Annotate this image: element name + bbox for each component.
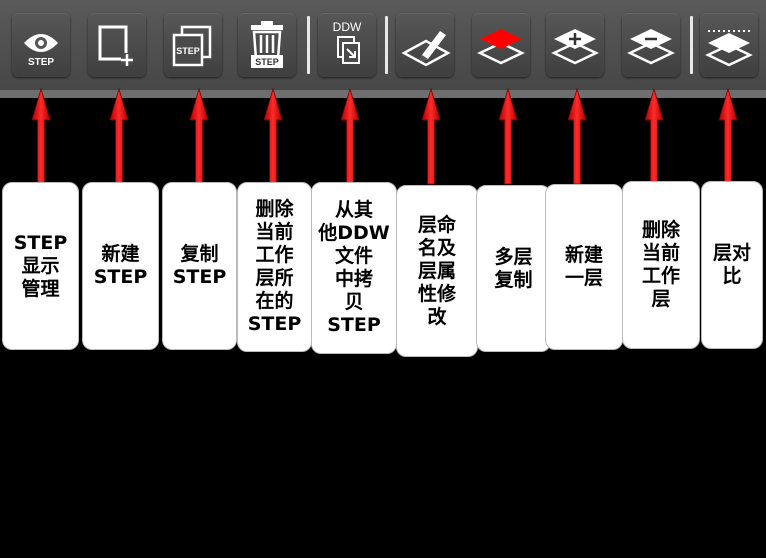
red-layers-icon [477,29,525,65]
trash-step-icon: STEP [251,21,283,68]
pointer-arrow [718,87,738,185]
eye-step-icon: STEP [24,34,58,68]
pointer-arrow [340,87,360,185]
layer-plus-icon [551,29,599,65]
toolbar-separator [690,16,693,74]
step-display-icon-text: STEP [28,57,54,68]
pointer-arrow [263,87,283,185]
layer-minus-icon [627,29,675,65]
delete-step-icon-text: STEP [255,57,279,67]
pointer-arrow [567,87,587,185]
toolbar-separator [385,16,388,74]
copy-from-ddw-button[interactable]: DDW [318,13,376,77]
pointer-arrow [109,87,129,185]
label-rename-layer: 层命 名及 层属 性修 改 [396,185,478,357]
delete-layer-button[interactable] [622,13,680,77]
delete-step-button[interactable]: STEP [238,13,296,77]
label-new-step: 新建 STEP [82,182,159,350]
label-new-layer: 新建 一层 [545,184,623,350]
new-layer-button[interactable] [546,13,604,77]
new-square-plus-icon [98,25,133,66]
label-step-display: STEP 显示 管理 [2,182,79,350]
pointer-arrow [421,87,441,185]
toolbar-separator [307,16,310,74]
rename-layer-button[interactable] [396,13,454,77]
step-display-button[interactable]: STEP [12,13,70,77]
toolbar-edge [0,90,766,98]
layer-compare-button[interactable] [700,13,758,77]
label-multi-layer-copy: 多层 复制 [476,185,551,352]
pointer-arrow [31,87,51,185]
layer-edit-icon [401,31,451,67]
label-delete-layer: 删除 当前 工作 层 [622,181,700,349]
ddw-icon-text: DDW [333,20,362,34]
copy-step-button[interactable]: STEP [164,13,222,77]
copy-step-icon: STEP [172,25,212,67]
label-copy-from-ddw: 从其 他DDW 文件 中拷 贝 STEP [311,182,397,354]
pointer-arrow [189,87,209,185]
multi-layer-copy-button[interactable] [472,13,530,77]
pointer-arrow [498,87,518,185]
label-delete-step: 删除 当前 工作 层所 在的 STEP [237,182,312,352]
label-layer-compare: 层对 比 [701,181,763,349]
pointer-arrow [644,87,664,185]
label-copy-step: 复制 STEP [162,182,237,350]
copy-step-icon-text: STEP [176,46,200,56]
new-step-button[interactable] [88,13,146,77]
pointer-arrows [31,87,738,185]
ddw-copy-icon: DDW [333,20,362,64]
layer-compare-icon [705,30,753,67]
